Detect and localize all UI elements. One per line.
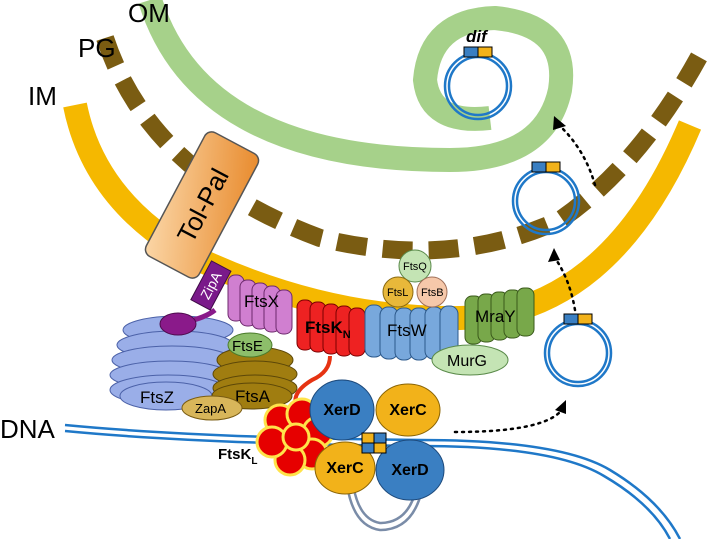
ftsq-label: FtsQ <box>403 261 427 273</box>
murg-protein: MurG <box>431 344 509 376</box>
dna-label: DNA <box>0 414 56 444</box>
ftsb-label: FtsB <box>421 287 444 299</box>
ftsl-label: FtsL <box>387 287 408 299</box>
tol-pal-protein: Tol-Pal <box>144 131 260 279</box>
zapa-protein: ZapA <box>181 395 243 421</box>
ftsk-linker <box>293 355 332 406</box>
dif-label: dif <box>466 27 489 46</box>
mray-label: MraY <box>475 307 516 326</box>
outer-membrane <box>138 0 574 173</box>
ftsk-n-label: FtsKN <box>305 318 351 341</box>
arrow-heads <box>548 116 566 414</box>
ftsqlb-complex: FtsQ FtsL FtsB <box>382 249 448 308</box>
label-pg: PG <box>78 33 116 63</box>
xerc-top-label: XerC <box>389 402 427 419</box>
chromosome-dimer-circle-3 <box>443 46 513 121</box>
xerd-bottom-label: XerD <box>391 462 428 479</box>
ftsk-l-label: FtsKL <box>218 446 257 467</box>
ftsx-protein: FtsX <box>227 274 293 335</box>
chromosome-dimer-circle-2 <box>511 161 581 236</box>
ftse-label: FtsE <box>232 338 263 355</box>
ftsw-protein: FtsW <box>364 304 459 361</box>
export-arrows <box>453 124 597 434</box>
ftsx-label: FtsX <box>244 292 279 311</box>
ftsw-label: FtsW <box>387 321 427 340</box>
chromosome-dimer-circle-1 <box>543 313 613 388</box>
xer-recombinase-complex: XerD XerC XerC XerD <box>309 379 445 501</box>
label-im: IM <box>28 81 57 111</box>
ftse-protein: FtsE <box>227 332 273 358</box>
ftsa-label: FtsA <box>235 387 271 406</box>
ftsz-label: FtsZ <box>140 388 174 407</box>
mray-protein: MraY <box>464 287 535 345</box>
xerd-top-label: XerD <box>323 402 360 419</box>
zipa-protein: ZipA <box>159 260 232 336</box>
murg-label: MurG <box>447 353 487 370</box>
ftsk-n-protein: FtsKN <box>296 299 366 357</box>
zapa-label: ZapA <box>195 401 226 416</box>
xerc-bottom-label: XerC <box>326 460 364 477</box>
label-om: OM <box>128 0 170 28</box>
